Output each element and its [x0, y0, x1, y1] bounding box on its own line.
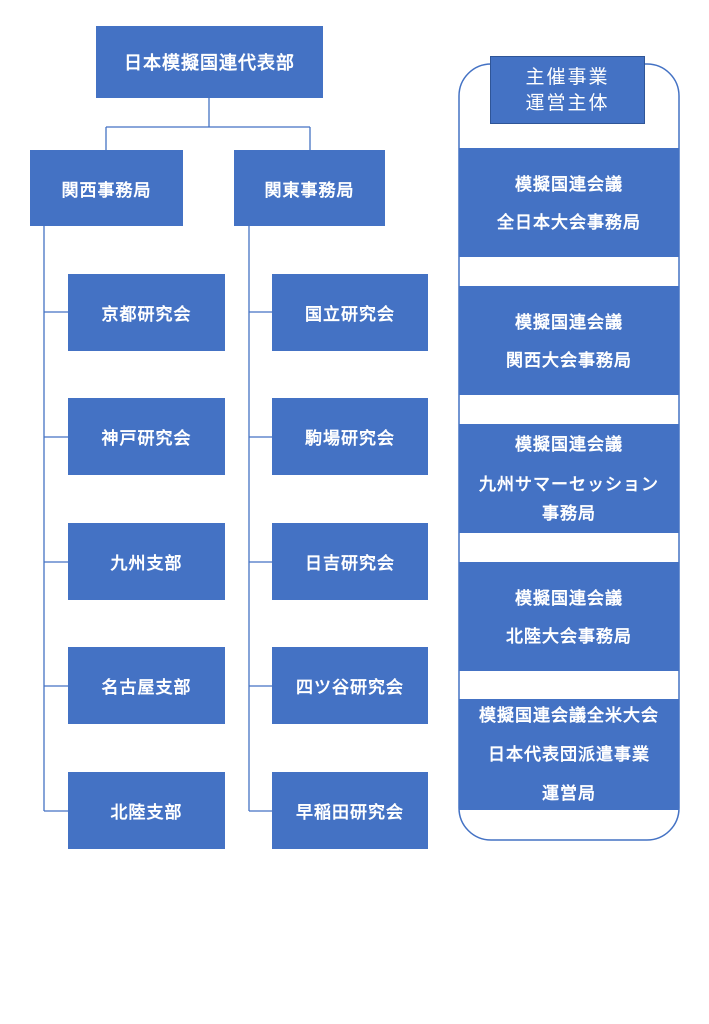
event-office-line: 北陸大会事務局 — [506, 627, 632, 647]
west-office-box: 関西事務局 — [30, 150, 183, 226]
branch-label: 京都研究会 — [101, 305, 192, 325]
top-box: 日本模擬国連代表部 — [96, 26, 323, 98]
event-office-line: 関西大会事務局 — [506, 351, 632, 371]
event-office-line: 九州サマーセッション — [479, 475, 659, 495]
east-office-label: 関東事務局 — [264, 180, 355, 201]
branch-label: 早稲田研究会 — [296, 803, 404, 823]
events-caption: 主催事業 運営主体 — [490, 56, 645, 124]
top-box-label: 日本模擬国連代表部 — [124, 53, 295, 74]
event-office-line: 全日本大会事務局 — [497, 213, 641, 233]
branch-label: 四ツ谷研究会 — [296, 678, 404, 698]
west-branch-box: 神戸研究会 — [68, 398, 225, 475]
events-caption-line2: 運営主体 — [525, 92, 610, 114]
west-branch-box: 京都研究会 — [68, 274, 225, 351]
west-branch-box: 九州支部 — [68, 523, 225, 600]
event-office-box: 模擬国連会議 北陸大会事務局 — [459, 562, 679, 671]
west-office-label: 関西事務局 — [61, 180, 152, 201]
east-branch-box: 早稲田研究会 — [272, 772, 428, 849]
west-branch-box: 北陸支部 — [68, 772, 225, 849]
event-office-box: 模擬国連会議 九州サマーセッション 事務局 — [459, 424, 679, 533]
event-office-box: 模擬国連会議全米大会 日本代表団派遣事業 運営局 — [459, 699, 679, 810]
branch-label: 日吉研究会 — [305, 554, 395, 574]
event-office-line: 模擬国連会議 — [515, 435, 623, 455]
event-office-line: 模擬国連会議 — [515, 175, 623, 195]
event-office-line: 運営局 — [542, 784, 596, 804]
east-branch-box: 日吉研究会 — [272, 523, 428, 600]
branch-label: 神戸研究会 — [101, 429, 192, 449]
branch-label: 名古屋支部 — [101, 678, 192, 698]
event-office-line: 模擬国連会議 — [515, 313, 623, 333]
event-office-line: 模擬国連会議 — [515, 589, 623, 609]
event-office-box: 模擬国連会議 関西大会事務局 — [459, 286, 679, 395]
east-branch-box: 駒場研究会 — [272, 398, 428, 475]
event-office-line: 事務局 — [542, 504, 596, 524]
east-office-box: 関東事務局 — [234, 150, 385, 226]
branch-label: 国立研究会 — [305, 305, 395, 325]
events-caption-line1: 主催事業 — [525, 66, 610, 88]
branch-label: 北陸支部 — [110, 803, 183, 823]
west-branch-box: 名古屋支部 — [68, 647, 225, 724]
event-office-line: 日本代表団派遣事業 — [488, 745, 650, 765]
east-branch-box: 四ツ谷研究会 — [272, 647, 428, 724]
event-office-box: 模擬国連会議 全日本大会事務局 — [459, 148, 679, 257]
east-branch-box: 国立研究会 — [272, 274, 428, 351]
branch-label: 九州支部 — [110, 554, 183, 574]
branch-label: 駒場研究会 — [305, 429, 395, 449]
event-office-line: 模擬国連会議全米大会 — [479, 706, 659, 726]
